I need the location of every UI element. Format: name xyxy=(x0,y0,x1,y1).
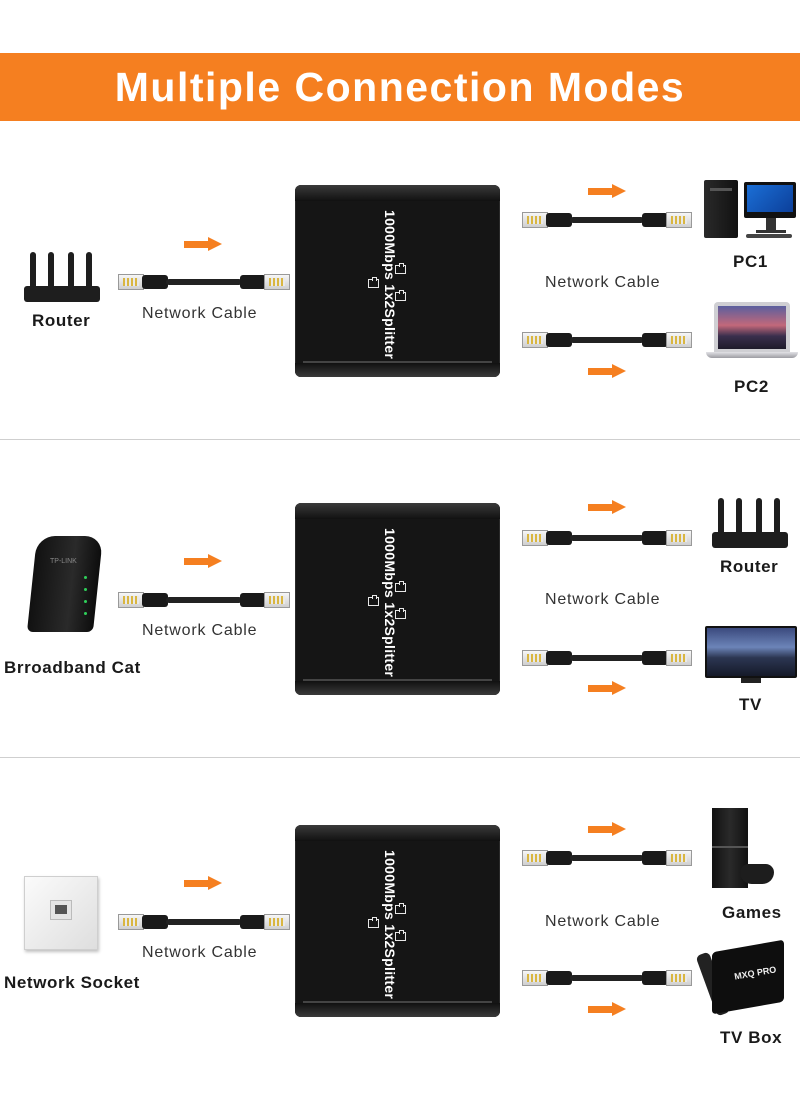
input-cable xyxy=(118,912,290,932)
ethernet-port-icon xyxy=(395,930,406,941)
splitter-label: 1000Mbps 1x2Splitter xyxy=(382,528,398,678)
ethernet-port-icon xyxy=(368,917,379,928)
input-cable xyxy=(118,272,290,292)
arrow-icon xyxy=(588,681,626,695)
source-label: Router xyxy=(32,311,91,330)
desktop-pc-icon xyxy=(704,180,796,240)
tv-icon xyxy=(705,626,797,684)
ethernet-port-icon xyxy=(395,903,406,914)
game-console-icon xyxy=(712,808,788,890)
cable-label: Network Cable xyxy=(142,622,258,639)
modem-brand: TP-LINK xyxy=(50,558,77,565)
output-2-label: TV xyxy=(739,695,762,714)
cable-label: Network Cable xyxy=(545,274,661,291)
arrow-icon xyxy=(184,876,222,890)
connection-mode-3: Network Socket Network Cable 1000Mbps 1x… xyxy=(0,762,800,1080)
section-divider xyxy=(0,439,800,440)
output-2-label: TV Box xyxy=(720,1028,783,1047)
cable-label: Network Cable xyxy=(142,305,258,322)
splitter-device: 1000Mbps 1x2Splitter xyxy=(295,503,500,695)
splitter-device: 1000Mbps 1x2Splitter xyxy=(295,185,500,377)
ethernet-port-icon xyxy=(395,581,406,592)
ethernet-port-icon xyxy=(368,277,379,288)
splitter-device: 1000Mbps 1x2Splitter xyxy=(295,825,500,1017)
cable-label: Network Cable xyxy=(545,913,661,930)
ethernet-port-icon xyxy=(368,595,379,606)
source-label: Network Socket xyxy=(4,973,140,992)
ethernet-port-icon xyxy=(395,608,406,619)
ethernet-port-icon xyxy=(395,290,406,301)
arrow-icon xyxy=(184,237,222,251)
cable-label: Network Cable xyxy=(142,944,258,961)
output-1-label: PC1 xyxy=(733,252,768,271)
arrow-icon xyxy=(588,1002,626,1016)
output-cable-1 xyxy=(522,528,692,548)
output-cable-1 xyxy=(522,848,692,868)
output-2-label: PC2 xyxy=(734,377,769,396)
connection-mode-1: Router Network Cable 1000Mbps 1x2Splitte… xyxy=(0,122,800,440)
splitter-label: 1000Mbps 1x2Splitter xyxy=(382,210,398,360)
arrow-icon xyxy=(588,500,626,514)
connection-mode-2: TP-LINK Brroadband Cat Network Cable 100… xyxy=(0,440,800,758)
page-title: Multiple Connection Modes xyxy=(114,64,686,110)
tv-box-icon: MXQ PRO xyxy=(695,938,788,1018)
arrow-icon xyxy=(588,822,626,836)
router-icon xyxy=(24,250,100,302)
output-1-label: Router xyxy=(720,557,779,576)
laptop-icon xyxy=(706,302,798,360)
arrow-icon xyxy=(184,554,222,568)
source-label: Brroadband Cat xyxy=(4,658,141,677)
output-cable-2 xyxy=(522,648,692,668)
output-cable-2 xyxy=(522,330,692,350)
output-cable-1 xyxy=(522,210,692,230)
output-cable-2 xyxy=(522,968,692,988)
modem-icon: TP-LINK xyxy=(26,536,104,632)
section-divider xyxy=(0,757,800,758)
router-icon xyxy=(712,496,788,548)
arrow-icon xyxy=(588,364,626,378)
cable-label: Network Cable xyxy=(545,591,661,608)
ethernet-port-icon xyxy=(395,263,406,274)
splitter-label: 1000Mbps 1x2Splitter xyxy=(382,850,398,1000)
output-1-label: Games xyxy=(722,903,782,922)
arrow-icon xyxy=(588,184,626,198)
wall-socket-icon xyxy=(24,876,98,950)
input-cable xyxy=(118,590,290,610)
header-banner: Multiple Connection Modes xyxy=(0,53,800,121)
